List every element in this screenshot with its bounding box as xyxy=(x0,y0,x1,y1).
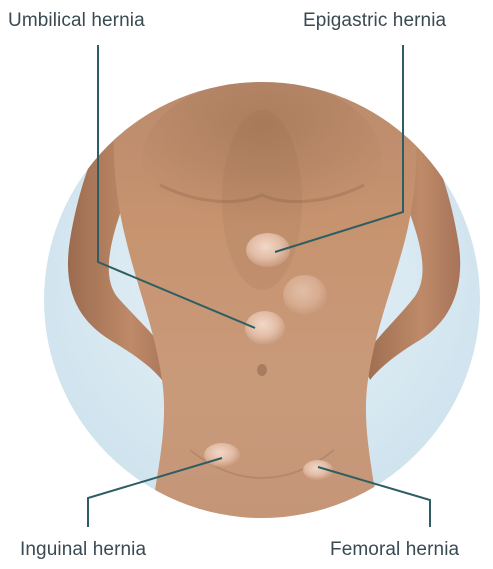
epigastric-hernia-label: Epigastric hernia xyxy=(303,10,446,32)
umbilical-bulge xyxy=(245,311,285,345)
femoral-hernia-label: Femoral hernia xyxy=(330,539,459,561)
umbilical-hernia-label: Umbilical hernia xyxy=(8,10,145,32)
inguinal-hernia-label: Inguinal hernia xyxy=(20,539,146,561)
inguinal-bulge xyxy=(204,443,240,467)
secondary-bulge xyxy=(283,275,327,315)
